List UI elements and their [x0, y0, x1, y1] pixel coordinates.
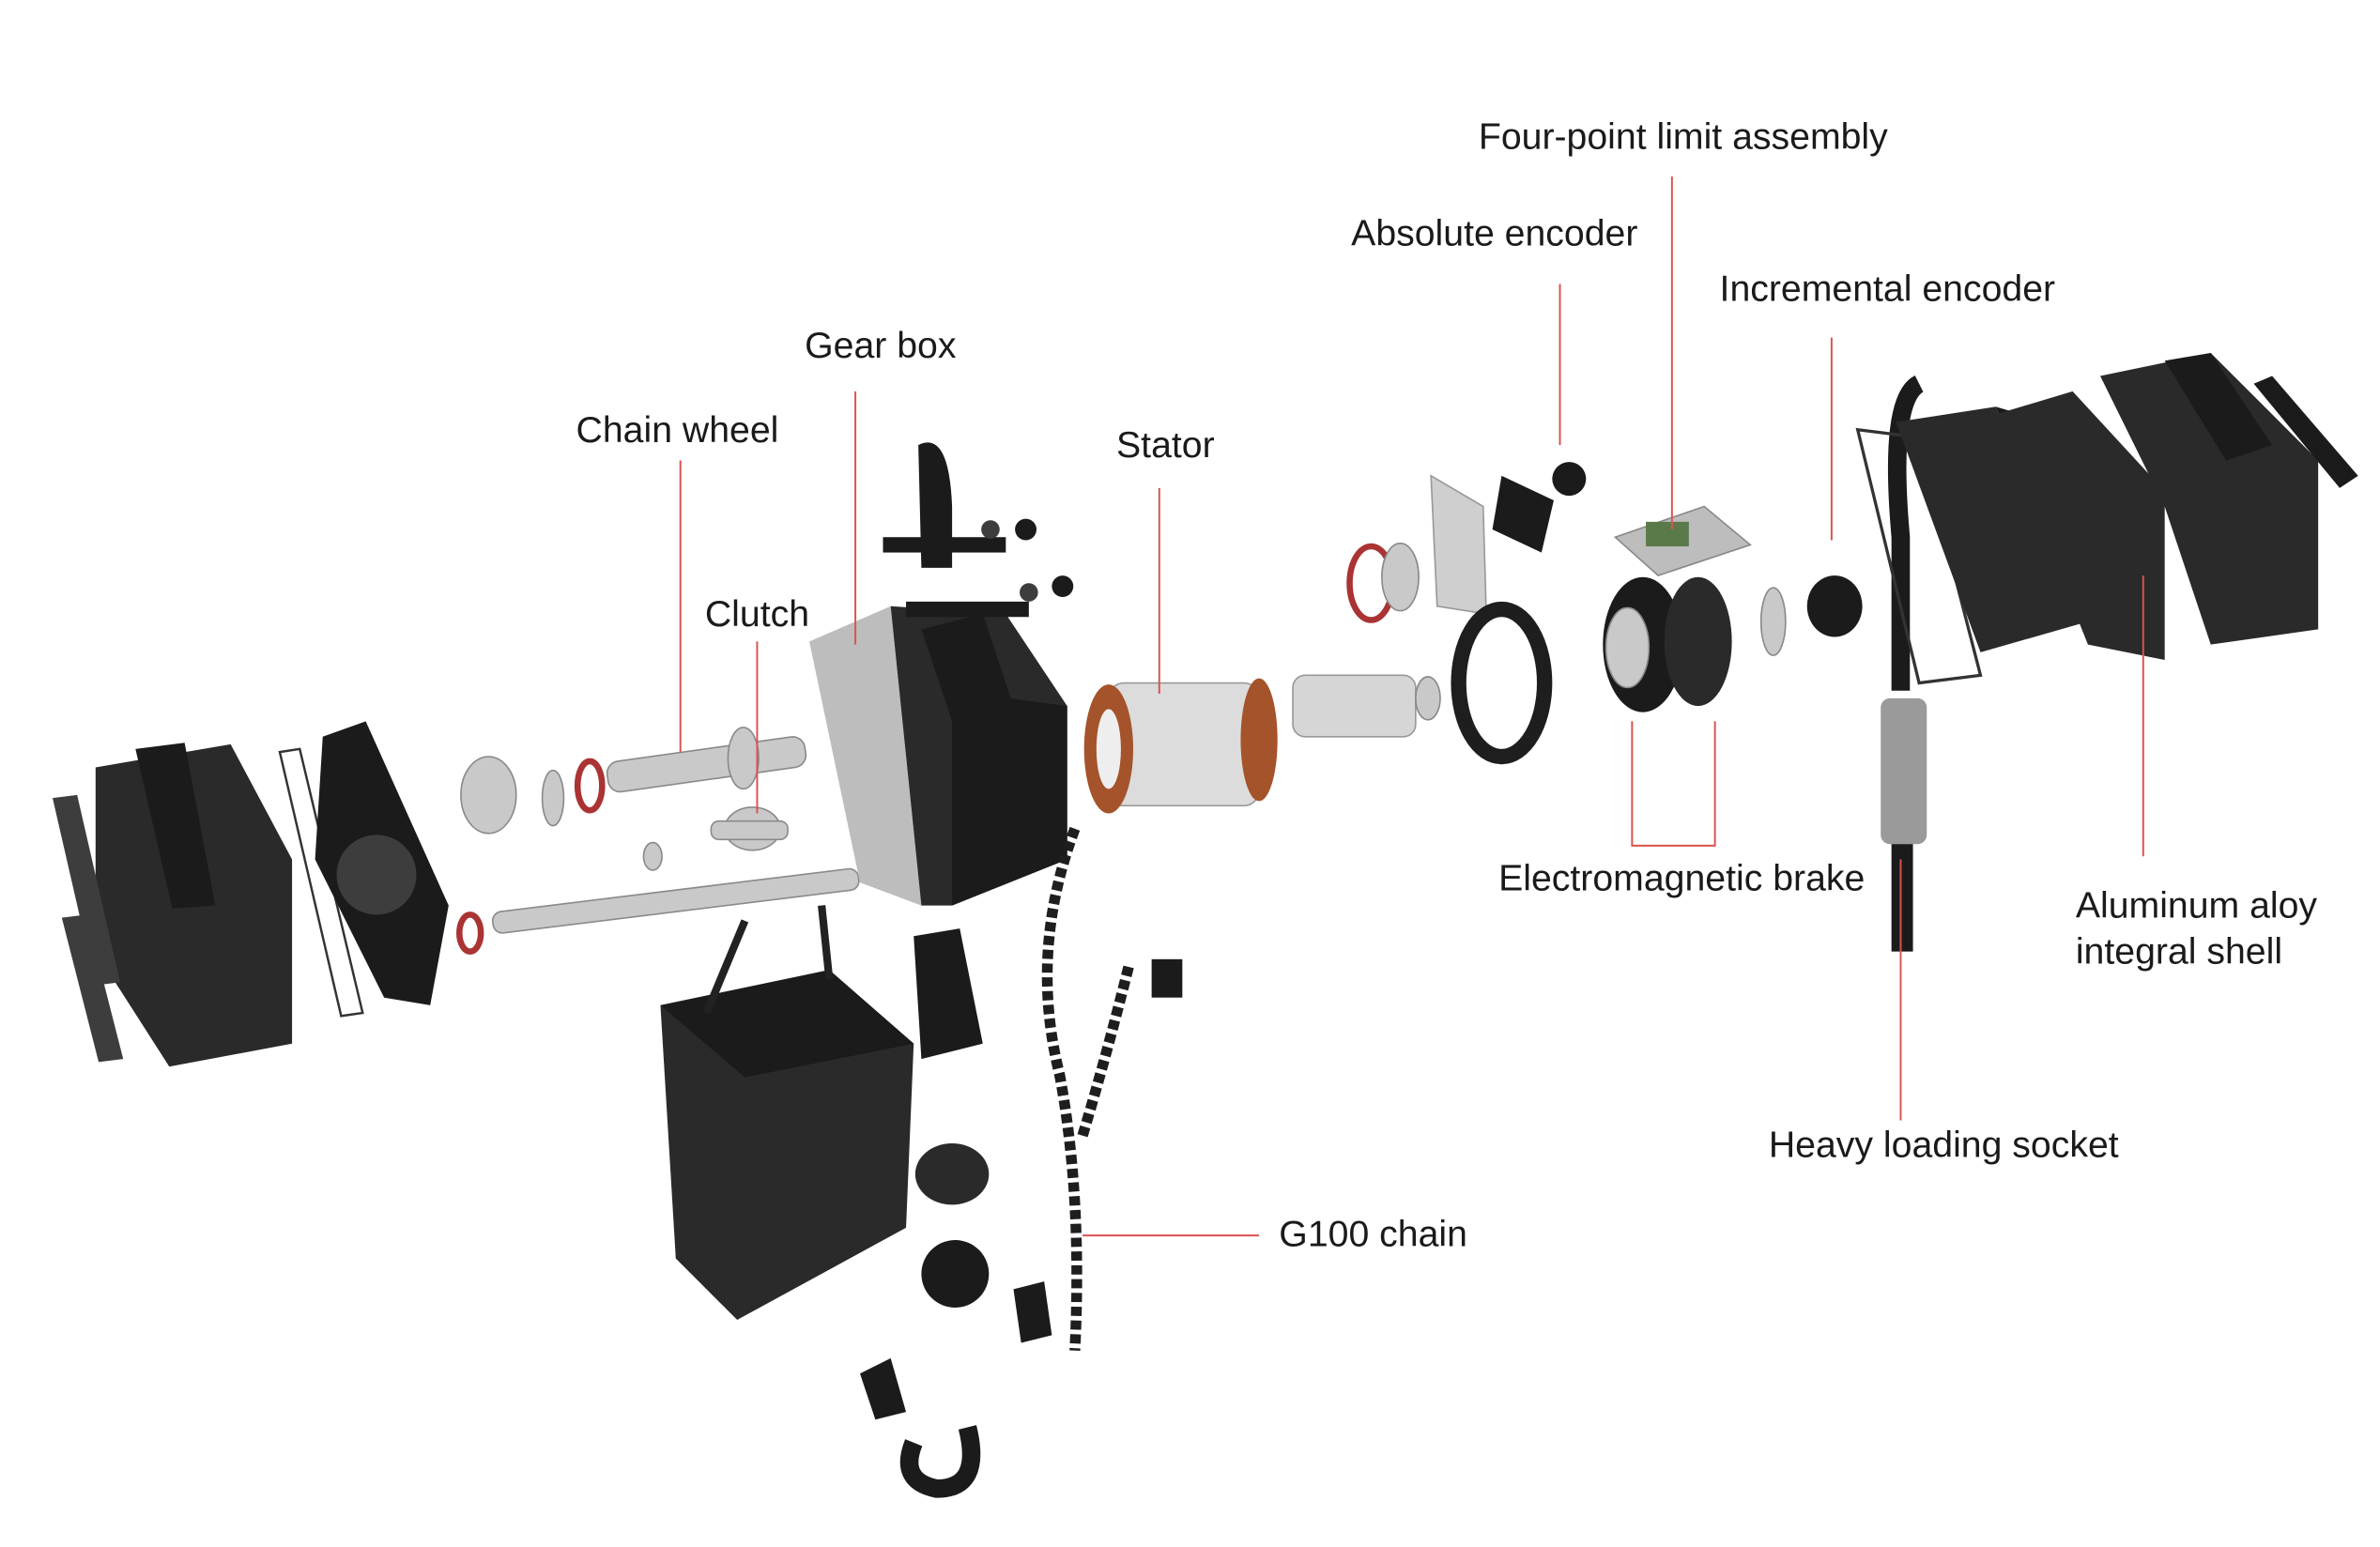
rotor-part	[1292, 674, 1441, 738]
leader-electromagnetic-brake	[1631, 721, 1716, 847]
brake-part	[1603, 576, 1787, 712]
gear-box-part	[809, 442, 1074, 906]
label-absolute-encoder: Absolute encoder	[1351, 213, 1637, 254]
label-four-point-limit: Four-point limit assembly	[1479, 116, 1888, 158]
end-plate-left	[315, 721, 449, 1005]
chain-box	[660, 905, 914, 1321]
hook-block	[859, 928, 1183, 1498]
label-chain-wheel: Chain wheel	[576, 409, 779, 451]
label-incremental-encoder: Incremental encoder	[1720, 268, 2056, 309]
fan-cage	[1451, 601, 1553, 765]
limit-assembly-part	[1613, 505, 1752, 577]
leader-lines	[679, 176, 2144, 1237]
clutch-part	[710, 806, 789, 851]
drive-shaft	[456, 841, 860, 955]
g100-chain-part	[1041, 826, 1134, 1352]
aluminum-shell-part	[1855, 353, 2358, 685]
gasket-left	[278, 747, 364, 1018]
label-stator: Stator	[1116, 424, 1215, 466]
chain-wheel-part	[460, 727, 807, 835]
label-clutch: Clutch	[705, 593, 809, 635]
label-aluminum-shell-line1: Aluminum aloy	[2076, 885, 2318, 927]
label-g100-chain: G100 chain	[1279, 1214, 1467, 1255]
label-aluminum-shell-line2: integral shell	[2076, 931, 2282, 973]
label-heavy-loading-socket: Heavy loading socket	[1769, 1125, 2119, 1166]
stator-part	[1083, 678, 1278, 814]
label-electromagnetic-brake: Electromagnetic brake	[1498, 857, 1865, 898]
left-end-cover	[53, 743, 293, 1067]
incremental-encoder-part	[1806, 575, 1863, 637]
bearing-plate	[1346, 462, 1587, 623]
label-gear-box: Gear box	[805, 325, 957, 366]
